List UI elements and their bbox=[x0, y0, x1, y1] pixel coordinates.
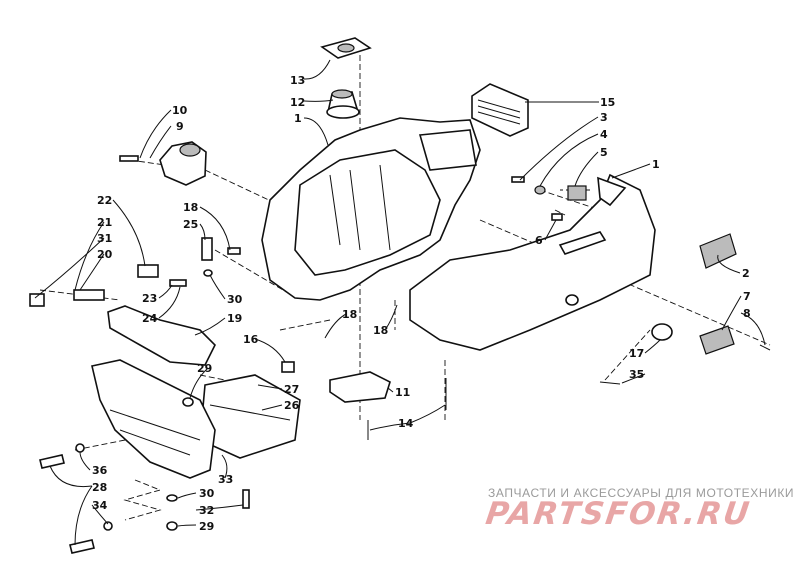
callout-20: 20 bbox=[97, 248, 113, 261]
callout-12: 12 bbox=[290, 96, 305, 109]
callout-2: 2 bbox=[742, 267, 750, 280]
callout-15: 15 bbox=[600, 96, 615, 109]
callout-22: 22 bbox=[97, 194, 112, 207]
part-lower-nose bbox=[91, 359, 216, 479]
part-2-decal bbox=[699, 233, 737, 269]
part-11-bracket bbox=[329, 371, 391, 403]
leader-lines bbox=[34, 59, 766, 546]
callout-6: 6 bbox=[535, 234, 543, 247]
part-9-10-steering-post bbox=[119, 141, 207, 186]
callout-9: 9 bbox=[176, 120, 184, 133]
part-12-boot bbox=[326, 89, 360, 119]
part-14-fasteners bbox=[367, 378, 447, 440]
part-7-8-badge bbox=[699, 325, 771, 355]
watermark-caption: ЗАПЧАСТИ И АКСЕССУАРЫ ДЛЯ МОТОТЕХНИКИ bbox=[488, 486, 795, 500]
part-19-bumper bbox=[107, 305, 216, 366]
part-18-25-bolt bbox=[201, 237, 241, 277]
callout-18-mid: 18 bbox=[342, 308, 357, 321]
callout-32: 32 bbox=[199, 504, 214, 517]
part-1-hood bbox=[261, 117, 481, 301]
callout-33: 33 bbox=[218, 473, 233, 486]
callout-34: 34 bbox=[92, 499, 108, 512]
callout-8: 8 bbox=[743, 307, 751, 320]
part-1-belly-pan bbox=[409, 173, 656, 351]
callout-labels: 13 12 1 15 10 9 3 4 5 1 22 21 31 20 18 2… bbox=[92, 74, 751, 533]
part-3-5-hardware bbox=[511, 176, 587, 221]
callout-19: 19 bbox=[227, 312, 242, 325]
callout-25: 25 bbox=[183, 218, 198, 231]
callout-13: 13 bbox=[290, 74, 305, 87]
callout-18: 18 bbox=[183, 201, 198, 214]
part-16-clip bbox=[281, 361, 295, 373]
watermark-logo: PARTSFOR.RU bbox=[483, 496, 754, 532]
callout-4: 4 bbox=[600, 128, 608, 141]
part-15-vent bbox=[471, 83, 529, 137]
callout-28: 28 bbox=[92, 481, 107, 494]
callout-3: 3 bbox=[600, 111, 608, 124]
callout-10: 10 bbox=[172, 104, 188, 117]
callout-7: 7 bbox=[743, 290, 751, 303]
callout-24: 24 bbox=[142, 312, 158, 325]
part-29-33-hardware bbox=[166, 397, 250, 531]
callout-36: 36 bbox=[92, 464, 108, 477]
callout-31: 31 bbox=[97, 232, 112, 245]
callout-5: 5 bbox=[600, 146, 608, 159]
callout-1-rear: 1 bbox=[652, 158, 660, 171]
callout-30-lower: 30 bbox=[199, 487, 215, 500]
callout-23: 23 bbox=[142, 292, 157, 305]
callout-27: 27 bbox=[284, 383, 299, 396]
callout-21: 21 bbox=[97, 216, 112, 229]
callout-17: 17 bbox=[629, 347, 644, 360]
part-17-plug bbox=[651, 323, 673, 341]
callout-29-lower: 29 bbox=[199, 520, 214, 533]
part-35-rivet bbox=[599, 381, 621, 385]
callout-30: 30 bbox=[227, 293, 243, 306]
callout-26: 26 bbox=[284, 399, 300, 412]
callout-35: 35 bbox=[629, 368, 644, 381]
callout-1: 1 bbox=[294, 112, 302, 125]
part-20-22-clips bbox=[29, 264, 159, 307]
part-23-24-screws bbox=[169, 279, 187, 287]
callout-16: 16 bbox=[243, 333, 259, 346]
callout-11: 11 bbox=[395, 386, 410, 399]
callout-29: 29 bbox=[197, 362, 212, 375]
callout-18-low: 18 bbox=[373, 324, 388, 337]
part-28-34-36-bolts bbox=[39, 443, 113, 554]
callout-14: 14 bbox=[398, 417, 414, 430]
